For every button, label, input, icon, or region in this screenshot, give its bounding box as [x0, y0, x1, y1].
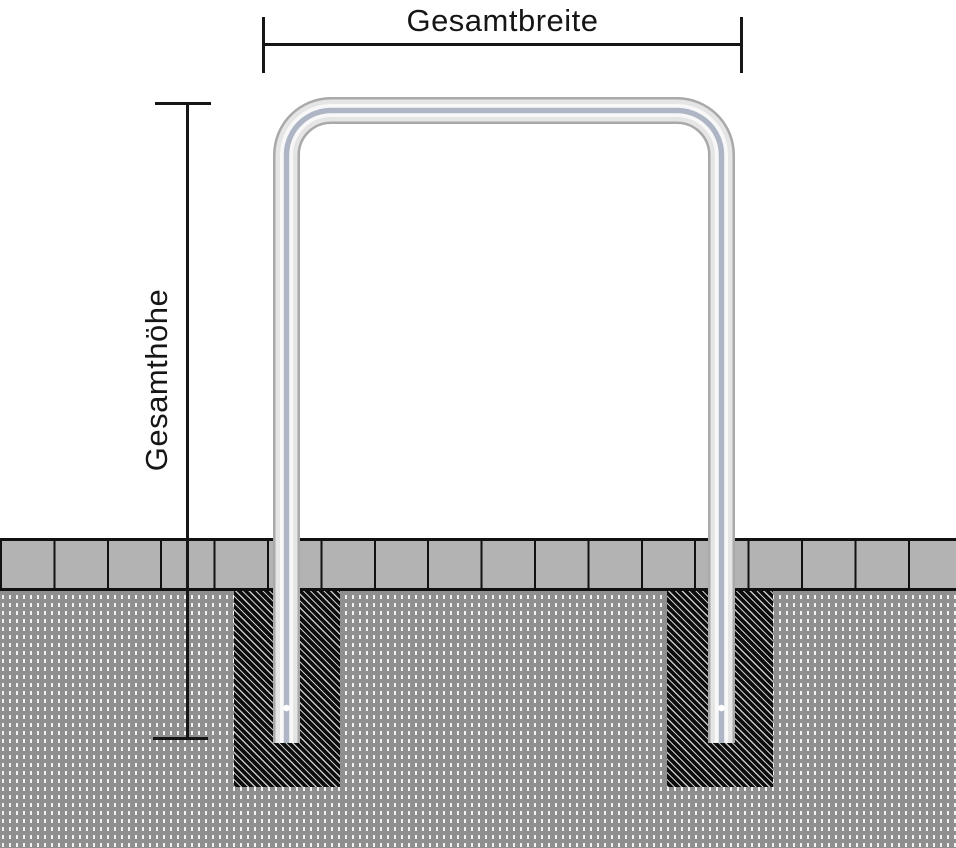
anchor-hole-left [283, 704, 290, 712]
width-dimension-tick-right [740, 17, 743, 73]
height-dimension-tick-top [155, 102, 211, 105]
tube-core-shade [283, 107, 725, 743]
pavement-layer [0, 538, 956, 591]
width-dimension-line [263, 43, 742, 46]
height-dimension-tick-bottom [153, 737, 208, 740]
soil-layer [0, 591, 956, 848]
height-dimension-line [186, 102, 189, 740]
tube-outline [273, 97, 735, 743]
tube-highlight [280, 104, 728, 743]
width-dimension-label: Gesamtbreite [406, 3, 599, 38]
anchor-hole-right [718, 704, 725, 712]
tube-body [275, 99, 733, 743]
width-dimension-tick-left [262, 17, 265, 73]
